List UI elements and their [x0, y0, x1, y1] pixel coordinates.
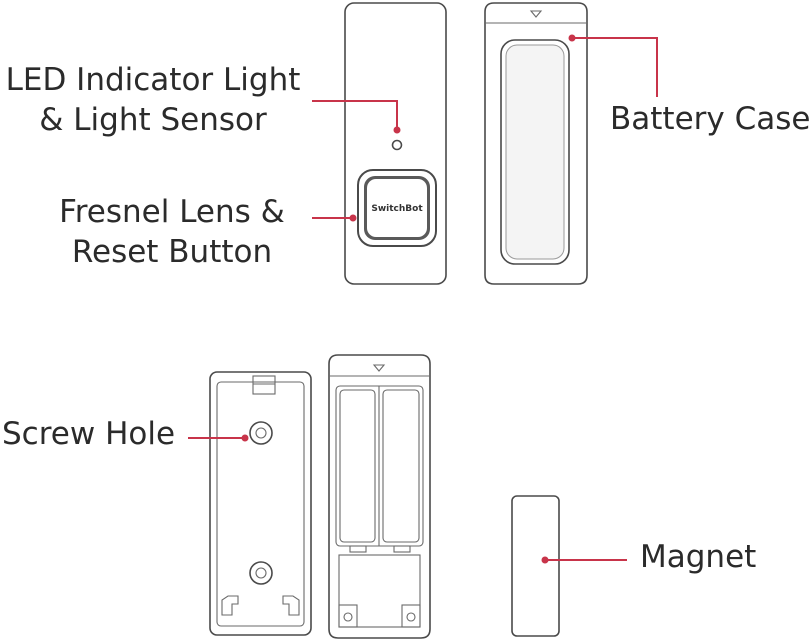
brand-logo: SwitchBot — [371, 204, 423, 214]
leader-battery — [568, 34, 658, 97]
battery-compartment — [328, 354, 431, 639]
label-magnet: Magnet — [640, 539, 757, 575]
label-screw-hole: Screw Hole — [2, 416, 176, 452]
leader-screw — [188, 434, 249, 442]
leader-led — [312, 100, 401, 134]
leader-fresnel — [312, 214, 357, 222]
leader-magnet — [541, 556, 627, 564]
mounting-plate — [209, 371, 312, 636]
label-battery-case: Battery Case — [610, 101, 811, 137]
sensor-front: SwitchBot — [344, 2, 447, 285]
magnet — [511, 495, 560, 637]
label-led-line2: & Light Sensor — [39, 102, 267, 138]
sensor-back — [484, 2, 588, 285]
label-fresnel-line1: Fresnel Lens & — [59, 194, 285, 230]
label-led-line1: LED Indicator Light — [5, 62, 301, 98]
screw-hole-top — [249, 421, 273, 445]
label-fresnel-line2: Reset Button — [71, 234, 273, 270]
